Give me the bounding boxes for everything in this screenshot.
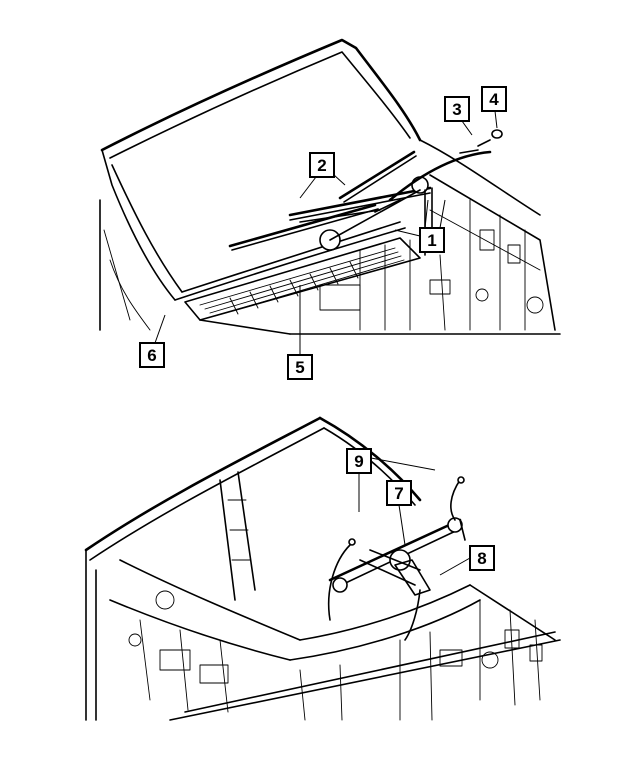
callout-8-label: 8 — [477, 549, 486, 568]
callout-6-label: 6 — [147, 346, 156, 365]
callout-1-label: 1 — [427, 231, 436, 250]
callout-4: 4 — [481, 86, 507, 129]
top-view-wiper-assembly — [99, 38, 561, 335]
callout-9-label: 9 — [354, 452, 363, 471]
bottom-view-wiper-motor — [84, 416, 561, 721]
callout-3-label: 3 — [452, 100, 461, 119]
callout-3: 3 — [444, 96, 473, 136]
callout-2: 2 — [299, 152, 346, 199]
callout-7: 7 — [386, 480, 412, 546]
callout-9: 9 — [346, 448, 436, 512]
callout-1: 1 — [394, 199, 446, 253]
callout-6: 6 — [139, 314, 166, 368]
callout-4-label: 4 — [489, 90, 499, 109]
callout-2-label: 2 — [317, 156, 326, 175]
callout-5-label: 5 — [295, 358, 304, 377]
callout-5: 5 — [287, 285, 313, 380]
cowl-grille-hatching — [199, 247, 405, 317]
callout-8: 8 — [439, 545, 495, 576]
callout-7-label: 7 — [394, 484, 403, 503]
